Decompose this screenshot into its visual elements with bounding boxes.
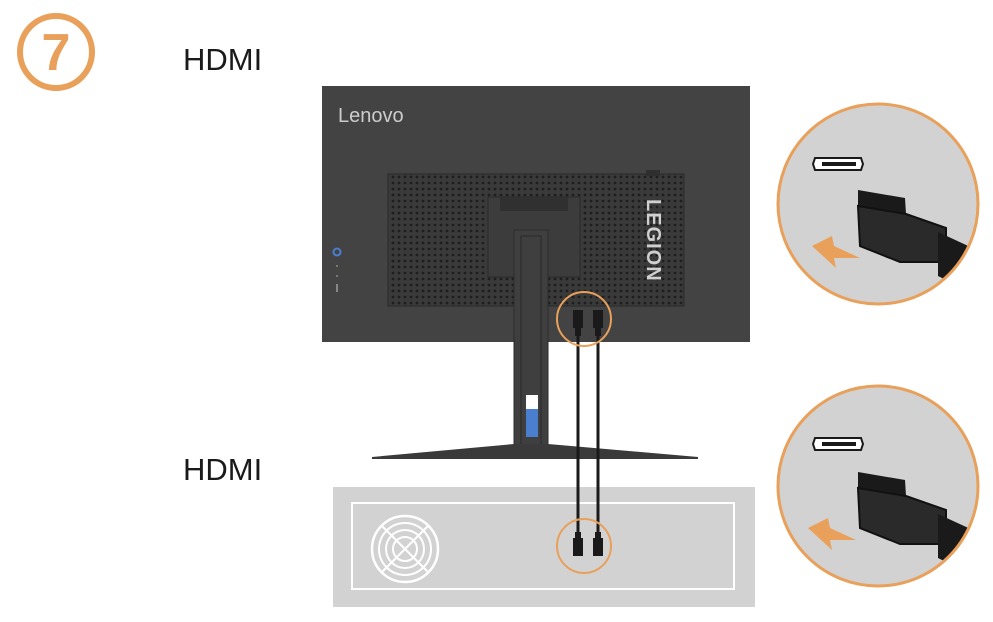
zoom-detail-monitor [776,102,980,306]
zoom-detail-pc [776,384,980,588]
hdmi-plug-icon [593,538,603,556]
legion-logo: LEGION [642,199,664,282]
circled-number-icon [17,13,95,91]
lenovo-brand: Lenovo [338,105,404,127]
hdmi-plug-icon [573,310,583,328]
step-number: 7 [42,24,71,82]
power-indicator [332,247,342,257]
monitor-port-highlight [556,291,612,347]
hdmi-cables [573,310,603,556]
hdmi-label-top: HDMI [183,42,263,77]
monitor-stand [372,229,698,459]
arrow-icon [812,236,860,268]
hdmi-plug-icon [593,310,603,328]
fan-icon [370,514,440,584]
hdmi-plug-icon [573,538,583,556]
pc-case [333,487,755,607]
arrow-icon [808,518,856,550]
step-number-badge: 7 [17,13,95,91]
pc-port-highlight [556,518,612,574]
hdmi-label-bottom: HDMI [183,452,263,487]
